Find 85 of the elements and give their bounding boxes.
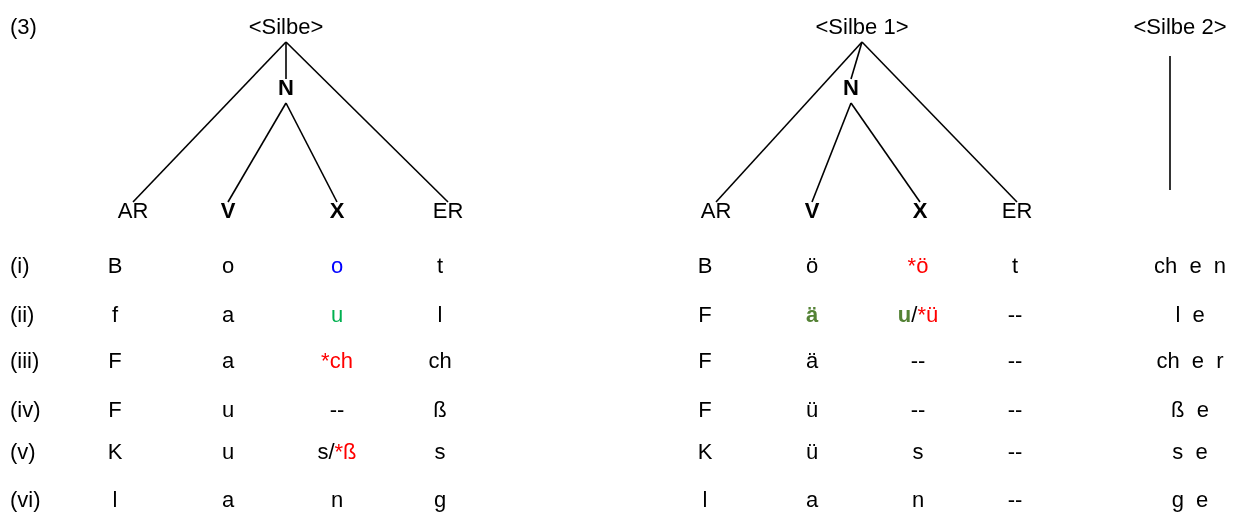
nucleus-label: N	[278, 75, 294, 101]
segment-cell: a	[221, 348, 235, 374]
segment-cell: F	[698, 348, 712, 374]
segment-cell: l	[702, 487, 708, 513]
segment-cell: --	[910, 348, 926, 374]
constituent-label: V	[804, 198, 820, 224]
segment-cell: ä	[805, 302, 819, 328]
segment-cell: K	[107, 439, 123, 465]
constituent-label: ER	[432, 198, 464, 224]
segment-cell: t	[1011, 253, 1019, 279]
example-number: (3)	[10, 14, 37, 40]
tree-branch	[861, 41, 1018, 203]
tree-branch	[132, 41, 287, 203]
segment-cell: ä	[805, 348, 819, 374]
segment-cell: a	[221, 302, 235, 328]
segment-cell: o	[330, 253, 344, 279]
syllable-segments: ch e n	[1154, 253, 1226, 279]
segment-cell: ö	[805, 253, 819, 279]
constituent-label: ER	[1001, 198, 1033, 224]
constituent-label: AR	[700, 198, 732, 224]
row-number: (v)	[10, 439, 36, 465]
segment-cell: a	[805, 487, 819, 513]
segment-cell: u	[221, 397, 235, 423]
segment-cell: f	[111, 302, 119, 328]
segment-cell: u	[330, 302, 344, 328]
segment-cell: ch	[428, 348, 452, 374]
segment-cell: a	[221, 487, 235, 513]
segment-cell: s	[434, 439, 446, 465]
row-number: (vi)	[10, 487, 41, 513]
row-number: (ii)	[10, 302, 35, 328]
segment-cell: o	[221, 253, 235, 279]
constituent-label: AR	[117, 198, 149, 224]
segment-cell: F	[698, 302, 712, 328]
constituent-label: X	[912, 198, 928, 224]
segment-cell: u	[221, 439, 235, 465]
tree-branch	[227, 102, 287, 203]
segment-cell: K	[697, 439, 713, 465]
segment-cell: l	[437, 302, 443, 328]
segment-cell: g	[433, 487, 447, 513]
segment-cell: B	[697, 253, 713, 279]
segment-cell: --	[910, 397, 926, 423]
syllable-segments: g e	[1171, 487, 1209, 513]
segment-cell: --	[1007, 487, 1023, 513]
segment-cell: --	[1007, 397, 1023, 423]
syllable-label: <Silbe 1>	[815, 14, 909, 40]
segment-cell: ß	[433, 397, 447, 423]
tree-branch	[811, 102, 852, 203]
segment-cell: --	[1007, 302, 1023, 328]
segment-cell: n	[330, 487, 344, 513]
segment-cell: s	[912, 439, 924, 465]
segment-cell: B	[107, 253, 123, 279]
segment-cell: --	[1007, 348, 1023, 374]
syllable-segments: ß e	[1171, 397, 1209, 423]
segment-cell: *ö	[907, 253, 929, 279]
segment-cell: s/*ß	[317, 439, 357, 465]
row-number: (i)	[10, 253, 30, 279]
syllable-segments: l e	[1175, 302, 1205, 328]
row-number: (iii)	[10, 348, 40, 374]
constituent-label: V	[220, 198, 236, 224]
segment-cell: l	[112, 487, 118, 513]
syllable-segments: s e	[1172, 439, 1208, 465]
nucleus-label: N	[843, 75, 859, 101]
syllable-label: <Silbe>	[248, 14, 324, 40]
segment-cell: ü	[805, 397, 819, 423]
syllable-label: <Silbe 2>	[1133, 14, 1227, 40]
segment-cell: --	[329, 397, 345, 423]
syllable-segments: ch e r	[1156, 348, 1224, 374]
tree-branch	[850, 41, 863, 80]
segment-cell: t	[436, 253, 444, 279]
segment-cell: F	[698, 397, 712, 423]
tree-branch	[285, 41, 449, 203]
tree-branch	[1169, 55, 1171, 191]
tree-branch	[715, 41, 863, 203]
segment-cell: F	[108, 397, 122, 423]
segment-cell: u/*ü	[897, 302, 939, 328]
tree-branch	[850, 102, 921, 203]
tree-branch	[285, 41, 287, 80]
row-number: (iv)	[10, 397, 41, 423]
segment-cell: ü	[805, 439, 819, 465]
segment-cell: n	[911, 487, 925, 513]
segment-cell: F	[108, 348, 122, 374]
tree-branch	[285, 102, 338, 203]
constituent-label: X	[329, 198, 345, 224]
segment-cell: *ch	[321, 348, 353, 374]
segment-cell: --	[1007, 439, 1023, 465]
